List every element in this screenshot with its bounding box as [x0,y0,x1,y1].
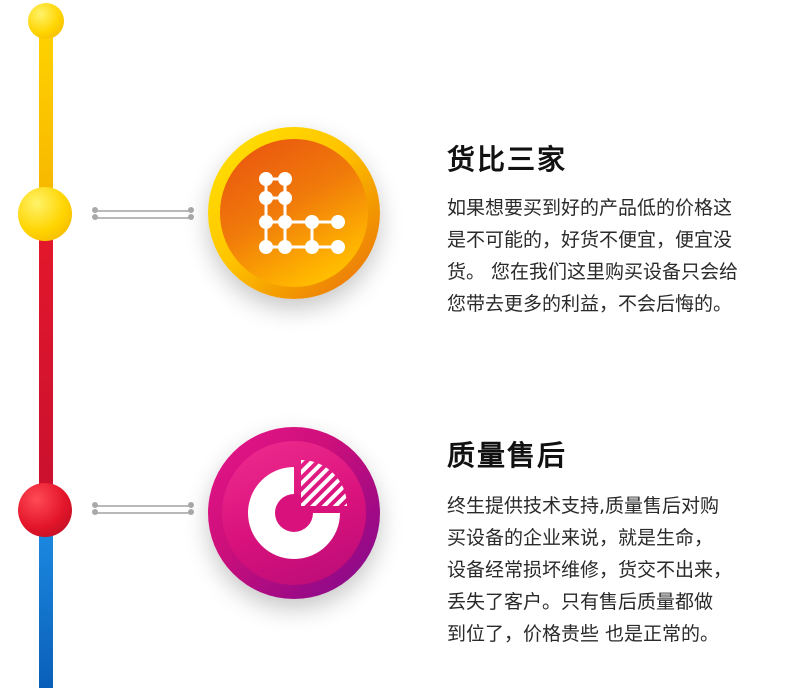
section-2-line: 丢失了客户。只有售后质量都做 [447,591,714,613]
pie-chart-icon [248,460,347,559]
grid-dots-icon [259,172,345,254]
section-2-line: 买设备的企业来说，就是生命， [447,527,714,549]
section-1-badge [208,127,380,299]
timeline-segment-blue [39,510,53,688]
section-1-line: 货。 您在我们这里购买设备只会给 [447,261,739,283]
section-1-line: 您带去更多的利益，不会后悔的。 [447,293,733,315]
section-1-line: 是不可能的，好货不便宜，便宜没 [447,229,733,251]
timeline-segment-red [39,214,53,510]
section-2-title: 质量售后 [447,439,568,472]
section-1-title: 货比三家 [447,143,568,176]
timeline-node-top [28,3,64,39]
section-1-line: 如果想要买到好的产品低的价格这 [447,197,733,219]
section-2-body: 终生提供技术支持,质量售后对购 买设备的企业来说，就是生命， 设备经常损坏维修，… [447,490,777,650]
section-2-badge [208,427,380,599]
section-2-line: 终生提供技术支持,质量售后对购 [447,495,720,517]
timeline-node-2 [18,483,72,537]
timeline-node-1 [18,187,72,241]
timeline-segment-yellow [39,18,53,214]
section-2-line: 到位了，价格贵些 也是正常的。 [447,623,720,645]
section-2-line: 设备经常损坏维修，货交不出来， [447,559,733,581]
connector-2 [92,502,194,516]
section-1-body: 如果想要买到好的产品低的价格这 是不可能的，好货不便宜，便宜没 货。 您在我们这… [447,192,777,320]
connector-1 [92,207,194,221]
